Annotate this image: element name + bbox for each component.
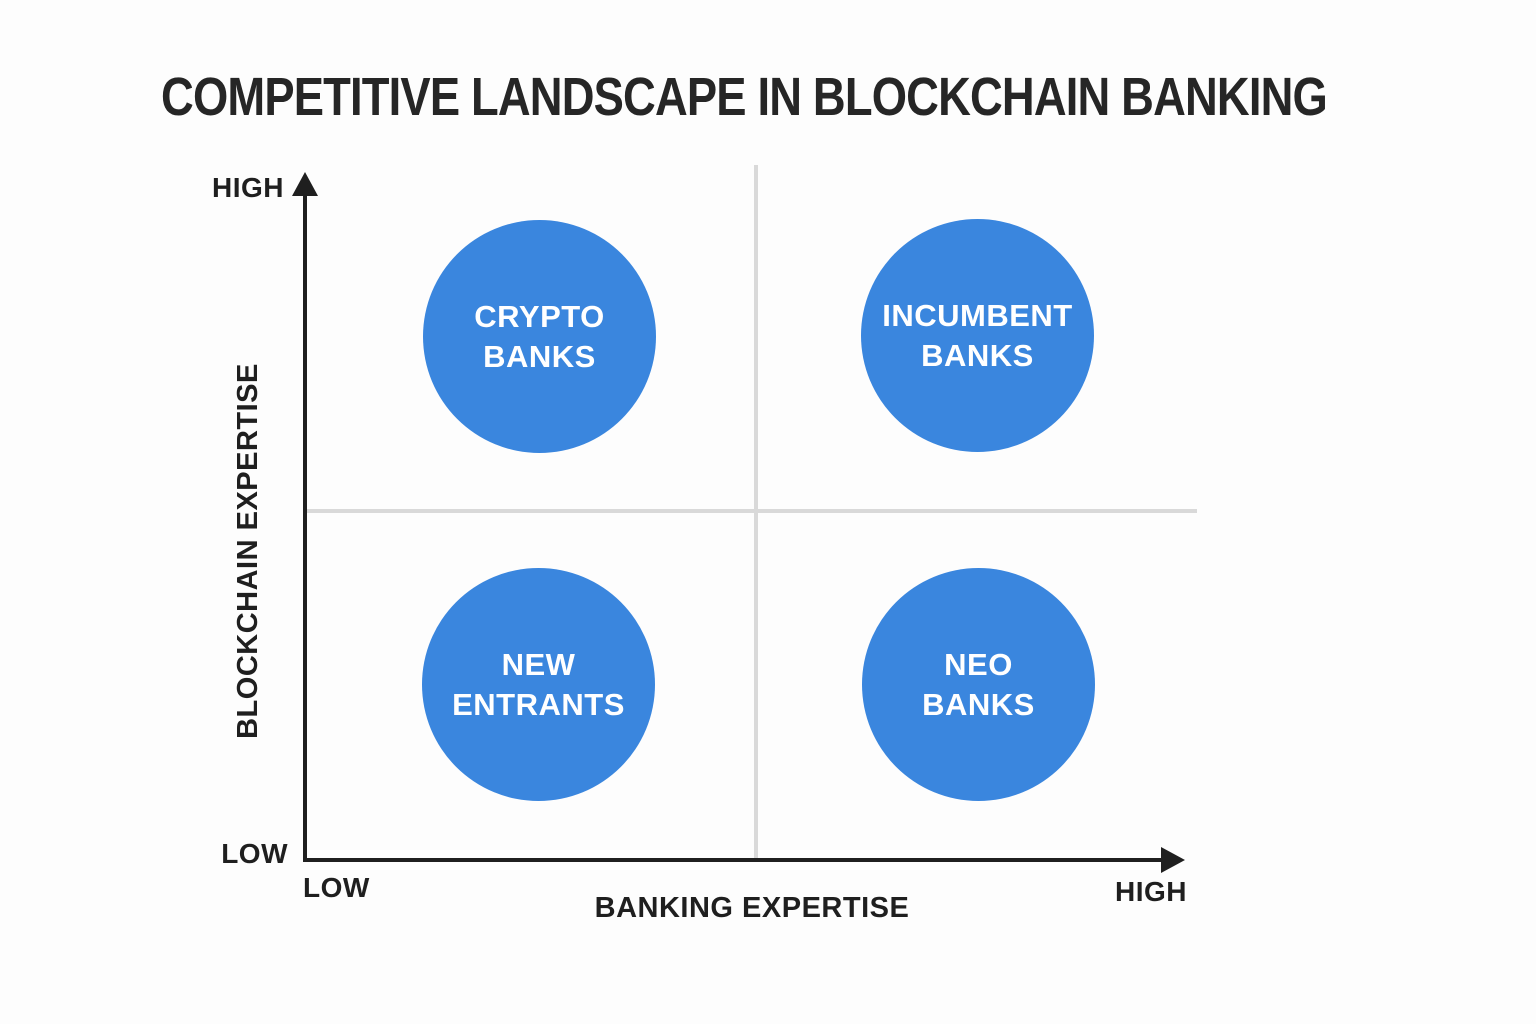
x-axis-title: BANKING EXPERTISE xyxy=(594,892,910,924)
quadrant-divider-horizontal xyxy=(307,509,1197,513)
bubble-label-line: BANKS xyxy=(922,686,1035,722)
x-axis-tick-low: LOW xyxy=(303,872,370,903)
x-axis-arrow-icon xyxy=(1161,847,1185,873)
bubble-incumbent-banks: INCUMBENT BANKS xyxy=(861,219,1094,452)
bubble-label-line: CRYPTO xyxy=(474,298,605,334)
y-axis-title: BLOCKCHAIN EXPERTISE xyxy=(232,363,264,739)
bubble-label-line: INCUMBENT xyxy=(882,297,1073,333)
chart-title: COMPETITIVE LANDSCAPE IN BLOCKCHAIN BANK… xyxy=(161,67,1328,127)
bubble-label-line: NEO xyxy=(944,646,1013,682)
bubble-new-entrants: NEW ENTRANTS xyxy=(422,568,655,801)
bubble-neo-banks: NEO BANKS xyxy=(862,568,1095,801)
x-axis-line xyxy=(303,858,1163,862)
bubble-label-line: BANKS xyxy=(483,338,596,374)
bubble-label-line: ENTRANTS xyxy=(452,686,625,722)
y-axis-tick-high: HIGH xyxy=(212,172,284,203)
bubble-label-line: NEW xyxy=(501,646,576,682)
y-axis-line xyxy=(303,190,307,862)
bubble-crypto-banks: CRYPTO BANKS xyxy=(423,220,656,453)
bubble-label-line: BANKS xyxy=(921,337,1034,373)
x-axis-tick-high: HIGH xyxy=(1115,876,1187,907)
y-axis-tick-low: LOW xyxy=(221,838,288,869)
